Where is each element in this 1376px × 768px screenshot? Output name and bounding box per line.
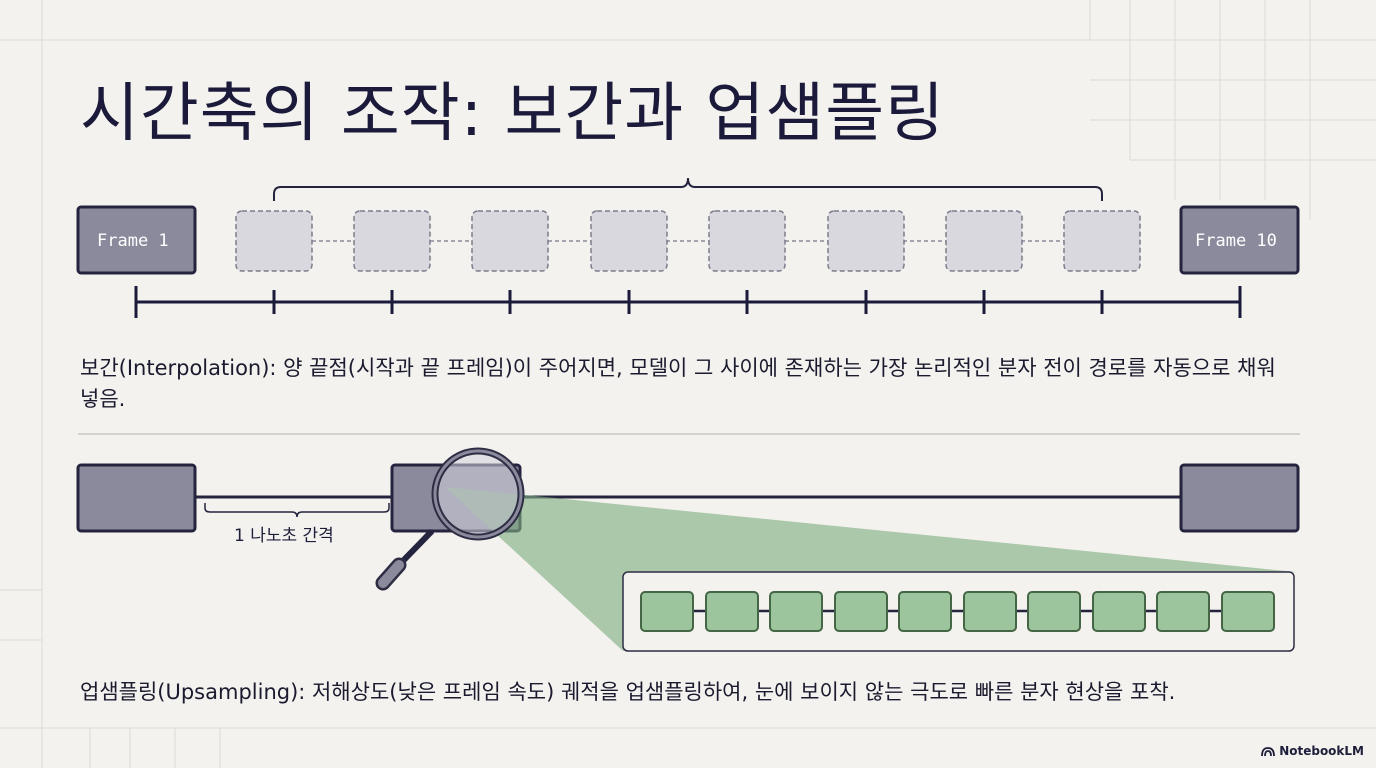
upsampled-frame [640,591,694,632]
start-frame-label: Frame 1 [97,231,169,251]
coarse-frame-3 [1179,463,1300,533]
upsampled-frame [1156,591,1210,632]
page-title: 시간축의 조작: 보간과 업샘플링 [80,77,946,151]
upsampled-frame [1221,591,1275,632]
upsampled-frame [1027,591,1081,632]
gap-label: 1 나노초 간격 [234,526,334,546]
interpolation-brace [273,177,1103,201]
interpolation-description: 보간(Interpolation): 양 끝점(시작과 끝 프레임)이 주어지면… [80,356,1276,411]
notebooklm-icon [1261,746,1276,756]
coarse-frame-1 [76,463,197,533]
brand-logo: NotebookLM [1261,744,1364,758]
interpolated-frame [827,210,905,272]
interpolated-frame [945,210,1023,272]
brand-name: NotebookLM [1279,744,1364,758]
upsampled-frames [640,591,1275,632]
interpolated-frame [708,210,786,272]
interpolated-frame [353,210,431,272]
upsampled-frame [705,591,759,632]
start-frame [76,205,197,275]
magnifier-icon [375,447,525,591]
timeline-axis [134,286,1242,318]
upsampled-frame [769,591,823,632]
upsampled-frame [1092,591,1146,632]
interpolated-frame [235,210,313,272]
end-frame [1179,205,1300,275]
gap-brace [204,503,390,518]
interpolated-frames [235,210,1141,272]
upsampled-frame [898,591,952,632]
upsampling-description: 업샘플링(Upsampling): 저해상도(낮은 프레임 속도) 궤적을 업샘… [80,680,1176,704]
interpolated-frame [471,210,549,272]
interpolated-frame [1063,210,1141,272]
end-frame-label: Frame 10 [1195,231,1277,251]
interpolated-frame [590,210,668,272]
upsampled-frame [963,591,1017,632]
upsampled-frame [834,591,888,632]
